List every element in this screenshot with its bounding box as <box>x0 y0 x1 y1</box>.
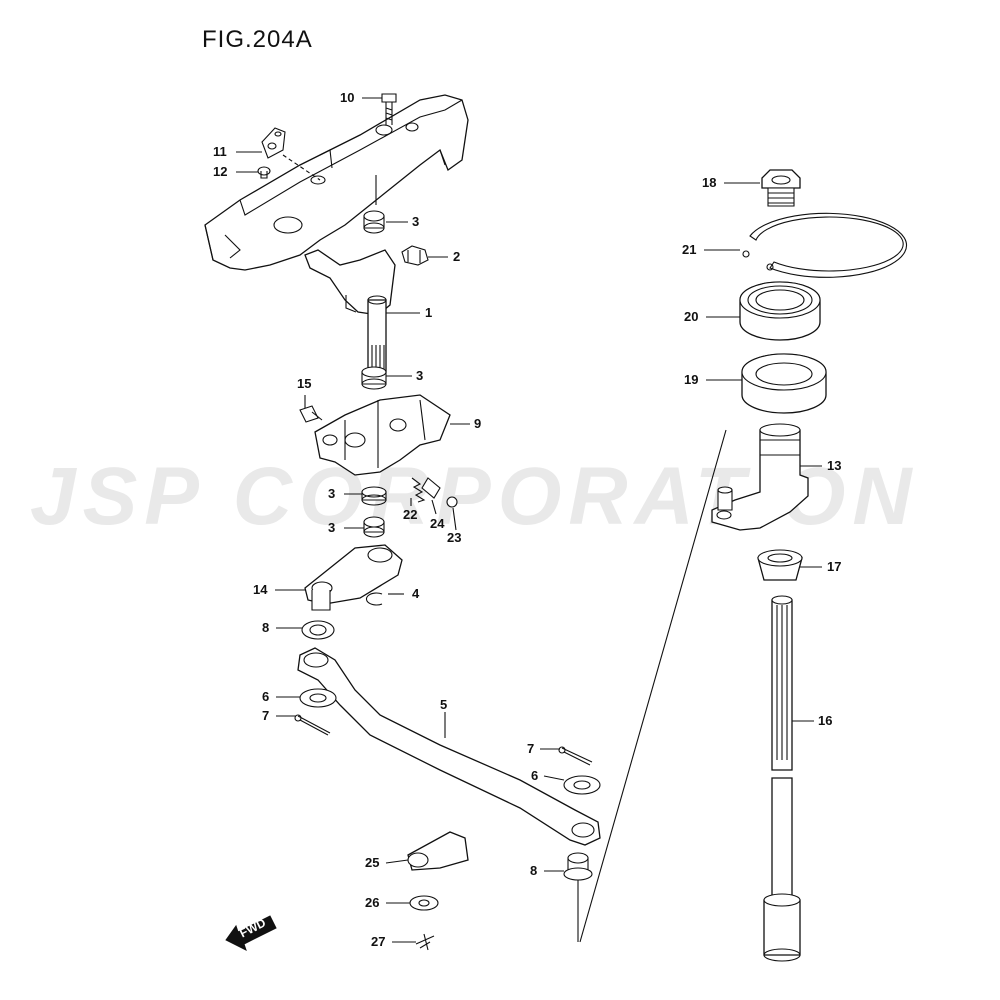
upper-bracket-casting <box>204 94 469 271</box>
part-6-washer-a <box>299 688 337 708</box>
part-3-bushing-lower-b <box>363 516 385 538</box>
part-14-shift-lever <box>304 544 403 611</box>
callout-2: 2 <box>453 249 461 264</box>
callout-24: 24 <box>430 516 445 531</box>
callout-22: 22 <box>403 507 418 522</box>
part-9-shift-bracket <box>314 394 451 476</box>
callout-25: 25 <box>365 855 380 870</box>
part-16-shift-shaft <box>763 595 801 962</box>
part-25-lever <box>407 831 469 871</box>
callout-15: 15 <box>297 376 312 391</box>
part-6-washer-b <box>563 775 601 795</box>
part-19-oil-seal <box>741 353 827 414</box>
part-15-screw <box>299 405 323 423</box>
callout-5: 5 <box>440 697 448 712</box>
callout-23: 23 <box>447 530 462 545</box>
callout-21: 21 <box>682 242 697 257</box>
callout-3: 3 <box>328 520 336 535</box>
callout-7: 7 <box>262 708 270 723</box>
part-26-washer <box>409 895 439 911</box>
figure-title: FIG.204A <box>202 26 313 53</box>
part-21-snap-ring <box>742 212 908 278</box>
part-3-bushing-top <box>363 210 385 234</box>
part-5-shift-rod <box>297 647 601 846</box>
part-7-cotter-pin-b <box>558 746 593 766</box>
part-11-bracket <box>261 127 286 159</box>
part-18-plug <box>761 169 801 207</box>
callout-27: 27 <box>371 934 386 949</box>
callout-17: 17 <box>827 559 842 574</box>
part-23-ball <box>446 496 458 508</box>
callout-16: 16 <box>818 713 833 728</box>
callout-19: 19 <box>684 372 699 387</box>
callout-8: 8 <box>530 863 538 878</box>
part-8-bushing-lower <box>563 852 593 881</box>
callout-10: 10 <box>340 90 355 105</box>
part-3-bushing-mid <box>361 366 387 390</box>
callout-4: 4 <box>412 586 420 601</box>
part-1-lever-shaft <box>304 249 396 373</box>
callout-14: 14 <box>253 582 268 597</box>
callout-12: 12 <box>213 164 228 179</box>
part-12-screw <box>257 166 271 179</box>
part-22-spring <box>411 477 426 503</box>
part-8-bushing-upper <box>301 620 335 640</box>
callout-3: 3 <box>412 214 420 229</box>
callout-20: 20 <box>684 309 699 324</box>
callout-6: 6 <box>531 768 539 783</box>
callout-13: 13 <box>827 458 842 473</box>
part-17-bushing <box>757 549 803 581</box>
callout-3: 3 <box>328 486 336 501</box>
callout-8: 8 <box>262 620 270 635</box>
part-24-spring-cap <box>421 477 441 499</box>
callout-6: 6 <box>262 689 270 704</box>
assembly-guide-line <box>579 429 727 943</box>
part-13-lower-shift-lever <box>711 423 809 531</box>
part-7-cotter-pin-a <box>294 714 331 736</box>
callout-26: 26 <box>365 895 380 910</box>
callout-7: 7 <box>527 741 535 756</box>
callout-3: 3 <box>416 368 424 383</box>
part-2-clip <box>401 245 429 266</box>
callout-leaders <box>236 97 822 943</box>
callout-18: 18 <box>702 175 717 190</box>
callout-11: 11 <box>213 144 227 159</box>
part-20-bearing <box>739 281 821 341</box>
part-10-bolt <box>381 93 397 125</box>
callout-9: 9 <box>474 416 482 431</box>
callout-1: 1 <box>425 305 433 320</box>
fwd-arrow-icon <box>225 915 277 951</box>
part-27-clip <box>415 933 435 951</box>
part-3-bushing-lower-a <box>361 486 387 506</box>
part-4-circlip <box>366 592 383 606</box>
